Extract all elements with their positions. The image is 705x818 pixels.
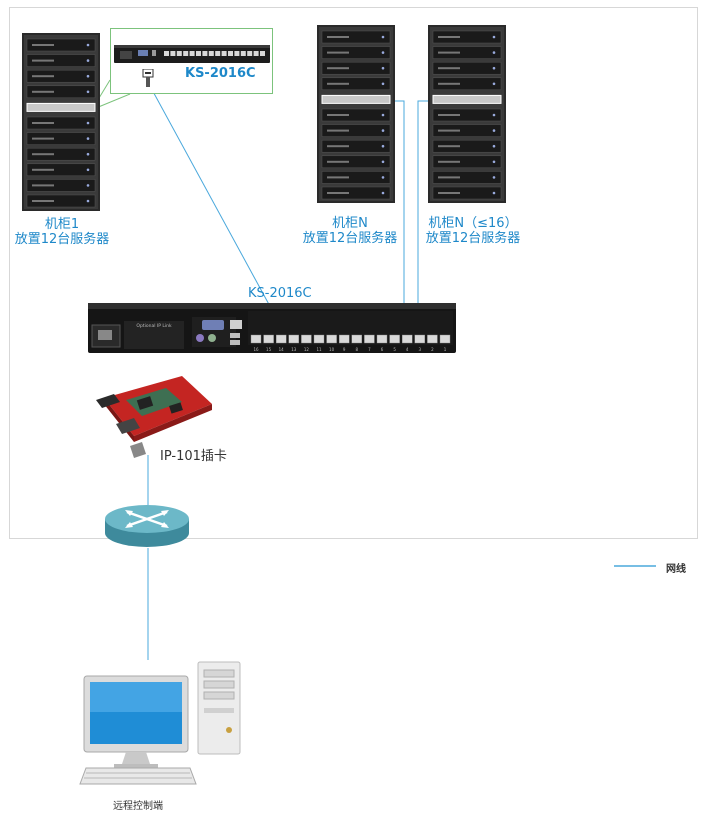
- rj45-port: [351, 334, 362, 344]
- port-number-label: 16: [253, 347, 259, 352]
- rack-server-unit: [321, 186, 391, 200]
- inset-box: KS-2016C: [110, 28, 273, 94]
- main-kvm-switch: Optional IP Link 16 15 14 13 12 11 10 9 8 7 6 5 4 3 2 1: [88, 303, 456, 353]
- rack-cabinet-n16: [428, 25, 506, 203]
- rack-kvm-slot: [321, 94, 391, 104]
- rj45-port: [313, 334, 325, 344]
- port-number-label: 5: [393, 347, 396, 352]
- port-number-label: 10: [329, 347, 335, 352]
- rack-server-unit: [26, 116, 96, 130]
- port-number-label: 13: [291, 347, 297, 352]
- port-number-label: 12: [304, 347, 310, 352]
- remote-workstation-icon: [79, 661, 241, 785]
- legend-label: 网线: [666, 564, 686, 575]
- ps2-port-keyboard: [196, 334, 204, 342]
- console-port: [230, 320, 242, 329]
- rj45-port: [376, 334, 388, 344]
- rj45-port: [275, 334, 287, 344]
- cabinet-n16-name: 机柜N（≤16）: [428, 216, 518, 231]
- rack-kvm-slot: [26, 102, 96, 112]
- rack-server-unit: [432, 139, 502, 153]
- inset-model-label: KS-2016C: [185, 66, 256, 81]
- rack-server-unit: [26, 194, 96, 208]
- ip-101-card-label: IP-101插卡: [160, 449, 227, 464]
- rack-cabinet-1: [22, 33, 100, 211]
- ps2-port-mouse: [208, 334, 216, 342]
- port-number-label: 15: [266, 347, 272, 352]
- inset-kvm-switch: [114, 45, 270, 63]
- rj45-port: [414, 334, 425, 344]
- rack-server-unit: [26, 132, 96, 145]
- main-switch-model-label: KS-2016C: [248, 286, 312, 301]
- rack-server-unit: [26, 85, 96, 99]
- cabinet-n-label: 机柜N 放置12台服务器: [300, 216, 400, 246]
- port-number-label: 6: [381, 347, 384, 352]
- port-number-label: 14: [279, 347, 285, 352]
- rj45-port: [263, 334, 274, 344]
- rj45-port: [389, 334, 400, 344]
- rack-server-unit: [321, 77, 391, 91]
- port-number-label: 9: [343, 347, 346, 352]
- vga-port: [202, 320, 224, 330]
- port-number-label: 3: [419, 347, 422, 352]
- rack-server-unit: [432, 61, 502, 75]
- rack-server-unit: [432, 108, 502, 122]
- cable-inset-to-switch: [149, 85, 273, 311]
- rack-server-unit: [432, 155, 502, 169]
- rack-server-unit: [26, 54, 96, 67]
- inset-pointer-bottom: [95, 93, 131, 109]
- inset-connector-icon: [142, 69, 154, 87]
- rj45-port: [439, 334, 451, 344]
- rack-server-unit: [26, 163, 96, 177]
- port-number-label: 8: [356, 347, 359, 352]
- rack-server-unit: [432, 186, 502, 200]
- rack-server-unit: [26, 147, 96, 161]
- main-switch-panel-text: Optional IP Link: [136, 323, 172, 329]
- cabinet-1-name: 机柜1: [44, 217, 80, 232]
- remote-control-label: 远程控制端: [113, 801, 163, 812]
- rj45-port: [402, 334, 413, 344]
- rack-server-unit: [321, 61, 391, 75]
- rack-server-unit: [26, 38, 96, 52]
- rack-server-unit: [321, 139, 391, 153]
- rack-kvm-slot: [432, 94, 502, 104]
- rj45-port: [288, 334, 300, 344]
- rack-server-unit: [321, 30, 391, 44]
- rj45-port: [338, 334, 350, 344]
- ip-101-card-image: [96, 376, 212, 458]
- rj45-port: [301, 334, 312, 344]
- router-icon: [105, 505, 189, 547]
- rack-server-unit: [432, 77, 502, 91]
- cabinet-1-label: 机柜1 放置12台服务器: [12, 217, 112, 247]
- cabinet-n16-desc: 放置12台服务器: [425, 231, 521, 246]
- port-number-label: 7: [368, 347, 371, 352]
- rj45-port: [326, 334, 337, 344]
- cabinet-n16-label: 机柜N（≤16） 放置12台服务器: [418, 216, 528, 246]
- rack-server-unit: [321, 155, 391, 169]
- rj45-port: [364, 334, 375, 344]
- rack-server-unit: [26, 179, 96, 192]
- rj45-port: [427, 334, 438, 344]
- cabinet-n-name: 机柜N: [332, 216, 368, 231]
- diagram-frame: [9, 7, 698, 539]
- port-number-label: 11: [316, 347, 322, 352]
- rack-server-unit: [432, 46, 502, 59]
- rack-server-unit: [321, 46, 391, 59]
- rack-server-unit: [432, 171, 502, 184]
- rack-server-unit: [321, 124, 391, 137]
- rack-server-unit: [321, 171, 391, 184]
- rack-server-unit: [26, 69, 96, 83]
- rack-server-unit: [321, 108, 391, 122]
- rj45-port: [250, 334, 262, 344]
- port-number-label: 2: [431, 347, 434, 352]
- port-number-label: 1: [444, 347, 447, 352]
- cabinet-1-desc: 放置12台服务器: [14, 232, 110, 247]
- port-number-label: 4: [406, 347, 409, 352]
- rack-server-unit: [432, 30, 502, 44]
- rack-server-unit: [432, 124, 502, 137]
- cabinet-n-desc: 放置12台服务器: [302, 231, 398, 246]
- rack-cabinet-n: [317, 25, 395, 203]
